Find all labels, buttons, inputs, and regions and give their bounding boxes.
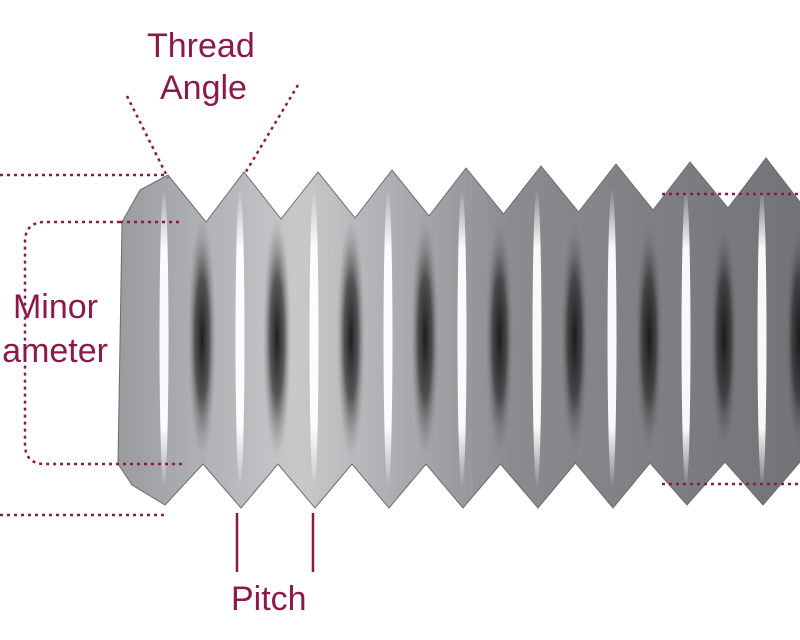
crest-highlight xyxy=(532,188,542,488)
minor-diameter-label-line1: Minor xyxy=(12,288,98,326)
minor-diameter-label-line2: Diameter xyxy=(0,332,108,370)
thread-angle-line-right xyxy=(242,84,300,176)
crest-highlight xyxy=(309,188,319,488)
crest-highlight xyxy=(235,188,245,488)
groove-shadow xyxy=(411,218,439,458)
thread-highlights xyxy=(159,188,767,488)
crest-highlight xyxy=(681,188,691,488)
thread-angle-label-line1: Thread xyxy=(147,27,255,65)
groove-shadow xyxy=(710,218,738,458)
groove-shadow xyxy=(337,218,365,458)
groove-shadow xyxy=(263,218,291,458)
thread-angle-label-line2: Angle xyxy=(160,69,247,107)
crest-highlight xyxy=(159,188,169,488)
groove-shadow xyxy=(560,218,589,458)
thread-angle-line-left xyxy=(125,95,170,179)
crest-highlight xyxy=(383,188,393,488)
groove-shadow xyxy=(635,218,663,458)
crest-highlight xyxy=(457,188,467,488)
pitch-label: Pitch xyxy=(231,580,307,618)
groove-shadow xyxy=(188,218,216,458)
thread-grooves xyxy=(188,218,800,458)
groove-shadow xyxy=(485,218,514,458)
groove-shadow xyxy=(785,218,800,458)
crest-highlight xyxy=(757,188,767,488)
crest-highlight xyxy=(607,188,617,488)
bolt-body xyxy=(117,157,800,509)
annotation-lines xyxy=(0,84,800,572)
